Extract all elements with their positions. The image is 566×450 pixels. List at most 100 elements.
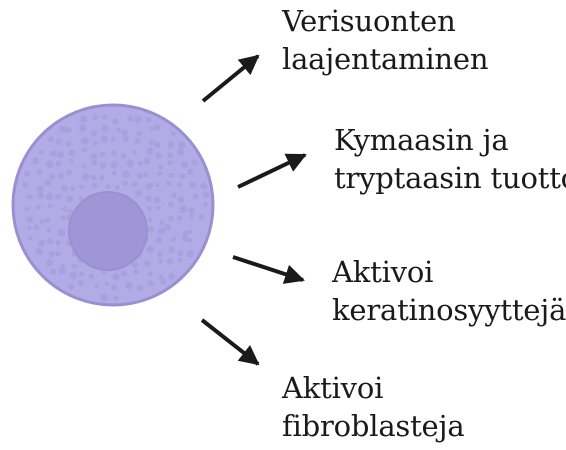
granule-dot — [94, 283, 99, 288]
granule-dot — [158, 165, 163, 170]
granule-dot — [148, 280, 154, 286]
granule-dot — [61, 185, 68, 192]
granule-dot — [92, 182, 97, 187]
granule-dot — [137, 131, 142, 136]
granule-dot — [114, 296, 119, 301]
granule-dot — [91, 153, 98, 160]
granule-dot — [121, 153, 127, 159]
granule-dot — [135, 138, 141, 144]
granule-dot — [62, 206, 67, 211]
granule-dot — [177, 250, 183, 256]
granule-dot — [68, 284, 74, 290]
granule-dot — [200, 183, 207, 190]
granule-dot — [135, 116, 142, 123]
granule-dot — [154, 142, 161, 149]
granule-dot — [126, 160, 133, 167]
granule-dot — [168, 153, 173, 158]
label-line: Kymaasin ja — [334, 121, 566, 159]
granule-dot — [188, 207, 195, 214]
granule-dot — [112, 118, 118, 124]
granule-dot — [79, 272, 84, 277]
granule-dot — [177, 149, 184, 156]
granule-dot — [157, 251, 163, 257]
granule-dot — [56, 161, 61, 166]
granule-dot — [158, 259, 163, 264]
granule-dot — [149, 126, 154, 131]
label-chymase-tryptase: Kymaasin ja tryptaasin tuotto — [334, 121, 566, 197]
granule-dot — [146, 183, 153, 190]
arrow-chymase-tryptase — [238, 155, 305, 187]
granule-dot — [105, 282, 109, 286]
granule-dot — [121, 270, 127, 276]
granule-dot — [38, 192, 44, 198]
granule-dot — [34, 224, 40, 230]
granule-dot — [123, 181, 128, 186]
granule-dot — [177, 215, 182, 220]
granule-dot — [171, 131, 176, 136]
granule-dot — [46, 161, 53, 168]
granule-dot — [82, 147, 88, 153]
granule-dot — [171, 237, 176, 242]
granule-dot — [45, 218, 50, 223]
granule-dot — [44, 179, 51, 186]
arrows — [202, 56, 305, 364]
granule-dot — [27, 225, 32, 230]
granule-dot — [50, 150, 56, 156]
granule-dot — [187, 250, 194, 257]
granule-dot — [101, 125, 108, 132]
granule-dot — [36, 248, 43, 255]
granule-dot — [39, 150, 44, 155]
granule-dot — [28, 236, 33, 241]
granule-dot — [167, 258, 173, 264]
granule-dot — [147, 246, 154, 253]
granule-dot — [56, 251, 61, 256]
granule-dot — [25, 207, 30, 212]
granule-dot — [112, 171, 117, 176]
granule-dot — [121, 129, 128, 136]
granule-dot — [122, 136, 128, 142]
granule-dot — [79, 124, 87, 132]
granule-dot — [161, 279, 167, 285]
granule-dot — [160, 220, 165, 225]
granule-dot — [81, 137, 88, 144]
granule-dot — [93, 140, 98, 145]
granule-dot — [38, 240, 45, 247]
granule-dot — [148, 272, 153, 277]
granule-dot — [148, 217, 153, 222]
granule-dot — [181, 161, 188, 168]
granule-dot — [132, 150, 137, 155]
granule-dot — [178, 197, 185, 204]
label-line: keratinosyyttejä — [332, 291, 566, 329]
granule-dot — [89, 274, 94, 279]
granule-dot — [37, 170, 43, 176]
granule-dot — [169, 273, 175, 279]
granule-dot — [154, 197, 161, 204]
granule-dot — [47, 228, 52, 233]
granule-dot — [137, 173, 143, 179]
granule-dot — [157, 171, 162, 176]
granule-dot — [78, 280, 84, 286]
granule-dot — [66, 170, 72, 176]
granule-dot — [69, 158, 74, 163]
granule-dot — [189, 214, 194, 219]
granule-dot — [169, 173, 174, 178]
granule-dot — [171, 192, 176, 197]
granule-dot — [177, 257, 182, 262]
granule-dot — [26, 216, 33, 223]
granule-dot — [187, 169, 193, 175]
granule-dot — [203, 191, 210, 198]
mast-cell — [13, 105, 213, 305]
granule-dot — [138, 161, 143, 166]
granule-dot — [111, 137, 116, 142]
granule-dot — [188, 238, 193, 243]
granule-dot — [132, 181, 138, 187]
granule-dot — [147, 206, 152, 211]
granule-dot — [168, 246, 175, 253]
arrow-fibroblasts — [202, 320, 258, 364]
granule-dot — [164, 224, 170, 230]
label-line: tryptaasin tuotto — [334, 159, 566, 197]
granule-dot — [50, 268, 57, 275]
granule-dot — [203, 202, 208, 207]
label-line: fibroblasteja — [282, 407, 464, 445]
granule-dot — [135, 190, 142, 197]
